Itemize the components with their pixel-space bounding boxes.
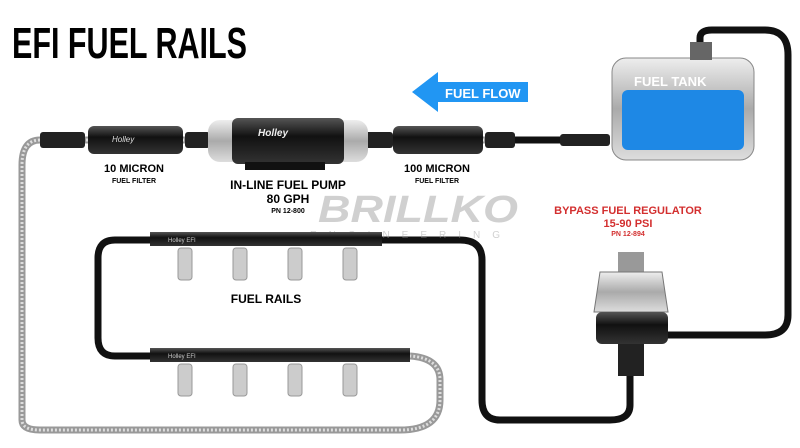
fuel-rail-bottom: Holley EFI bbox=[150, 348, 410, 397]
svg-text:IN-LINE FUEL PUMP: IN-LINE FUEL PUMP bbox=[230, 178, 346, 192]
return-hose bbox=[380, 236, 634, 424]
svg-text:Holley: Holley bbox=[112, 135, 135, 144]
svg-text:PN 12-894: PN 12-894 bbox=[611, 231, 645, 238]
svg-text:BYPASS FUEL REGULATOR: BYPASS FUEL REGULATOR bbox=[554, 205, 702, 217]
svg-text:PN 12-800: PN 12-800 bbox=[271, 208, 305, 215]
brillko-watermark: BRILLKO ENGINEERING bbox=[310, 189, 518, 241]
svg-text:FUEL TANK: FUEL TANK bbox=[634, 74, 707, 89]
svg-text:FUEL FILTER: FUEL FILTER bbox=[112, 178, 156, 185]
svg-text:FUEL FILTER: FUEL FILTER bbox=[415, 178, 459, 185]
fuel-flow-arrow: FUEL FLOW bbox=[412, 72, 528, 112]
tank-return-hose bbox=[665, 26, 792, 339]
svg-text:100 MICRON: 100 MICRON bbox=[404, 163, 470, 175]
svg-text:Holley EFI: Holley EFI bbox=[168, 238, 196, 244]
fuel-rail-top: Holley EFI bbox=[150, 232, 382, 281]
inline-fuel-pump: Holley IN-LINE FUEL PUMP 80 GPH PN 12-80… bbox=[208, 118, 368, 215]
svg-text:15-90 PSI: 15-90 PSI bbox=[604, 218, 653, 230]
svg-text:FUEL FLOW: FUEL FLOW bbox=[445, 86, 521, 101]
svg-text:80 GPH: 80 GPH bbox=[267, 192, 310, 206]
svg-text:BRILLKO: BRILLKO bbox=[318, 189, 518, 231]
bypass-fuel-regulator: BYPASS FUEL REGULATOR 15-90 PSI PN 12-89… bbox=[554, 205, 702, 376]
rail-crossover-hose bbox=[94, 236, 150, 360]
page-title: EFI FUEL RAILS bbox=[12, 19, 247, 68]
svg-text:ENGINEERING: ENGINEERING bbox=[310, 230, 512, 241]
svg-text:10 MICRON: 10 MICRON bbox=[104, 163, 164, 175]
svg-text:Holley EFI: Holley EFI bbox=[168, 354, 196, 360]
fuel-tank: FUEL TANK bbox=[611, 42, 755, 161]
fuel-rails-label: FUEL RAILS bbox=[231, 292, 301, 306]
filter-100-micron: 100 MICRON FUEL FILTER bbox=[393, 126, 483, 185]
filter-10-micron: Holley 10 MICRON FUEL FILTER bbox=[88, 126, 183, 185]
svg-text:Holley: Holley bbox=[258, 128, 288, 139]
